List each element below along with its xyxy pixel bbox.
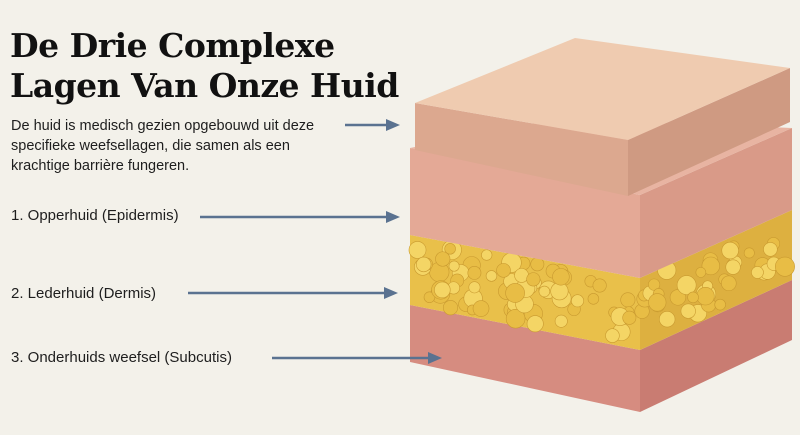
- fat-cell: [442, 300, 459, 316]
- fat-cell: [468, 281, 481, 294]
- fat-cell: [472, 300, 490, 317]
- fat-cell: [448, 260, 460, 272]
- fat-cell: [721, 241, 739, 260]
- subcutis-fat-layer: [408, 210, 795, 350]
- fat-cell: [687, 291, 699, 304]
- fat-cell: [481, 249, 493, 261]
- fat-cell: [408, 241, 427, 259]
- fat-cell: [485, 270, 498, 282]
- fat-cell: [435, 251, 451, 267]
- fat-cell: [434, 281, 451, 299]
- epidermis-layer: [415, 38, 790, 196]
- fat-cell: [648, 278, 661, 291]
- fat-cell: [725, 259, 741, 275]
- intro-text: De huid is medisch gezien opgebouwd uit …: [11, 118, 315, 174]
- fat-cell: [659, 311, 676, 328]
- fat-cell: [571, 294, 584, 308]
- fat-cell: [505, 308, 526, 329]
- fat-cell: [526, 272, 541, 287]
- fat-cell: [416, 256, 432, 273]
- fat-cell: [552, 268, 570, 286]
- layer-label-dermis: 2. Lederhuid (Dermis): [11, 285, 157, 302]
- fat-cell: [714, 298, 726, 311]
- fat-cell: [775, 256, 795, 277]
- fat-cell: [648, 293, 667, 312]
- fat-cell: [721, 275, 737, 292]
- arrows: [188, 119, 442, 364]
- layer-label-subcutis: 3. Onderhuids weefsel (Subcutis): [11, 349, 232, 366]
- fat-cell: [587, 293, 600, 305]
- fat-cell: [505, 283, 525, 303]
- fat-cell: [526, 315, 544, 333]
- fat-cell: [444, 243, 456, 255]
- fat-cell: [620, 292, 636, 308]
- fat-cell: [496, 263, 511, 278]
- fat-cell: [763, 242, 778, 257]
- fat-cell: [622, 310, 637, 325]
- fat-cell: [605, 328, 620, 343]
- fat-cell: [695, 267, 707, 278]
- arrow-dermis: [188, 287, 398, 299]
- fat-cell: [538, 285, 551, 298]
- arrow-subcutis: [272, 352, 442, 364]
- arrow-epidermis: [200, 211, 400, 223]
- fat-cell: [701, 256, 721, 276]
- arrow-intro: [345, 119, 400, 131]
- subcutis-base-layer: [410, 280, 792, 412]
- fat-cell: [743, 247, 755, 259]
- fat-cell: [676, 275, 697, 295]
- fat-cell: [467, 266, 482, 280]
- fat-cell: [696, 287, 715, 306]
- fat-cell: [592, 278, 607, 293]
- layer-label-epidermis: 1. Opperhuid (Epidermis): [11, 207, 179, 224]
- page-title: De Drie Complexe Lagen Van Onze Huid: [10, 26, 399, 105]
- fat-cell: [554, 314, 568, 328]
- fat-cell: [751, 266, 764, 279]
- fat-cell: [680, 303, 696, 319]
